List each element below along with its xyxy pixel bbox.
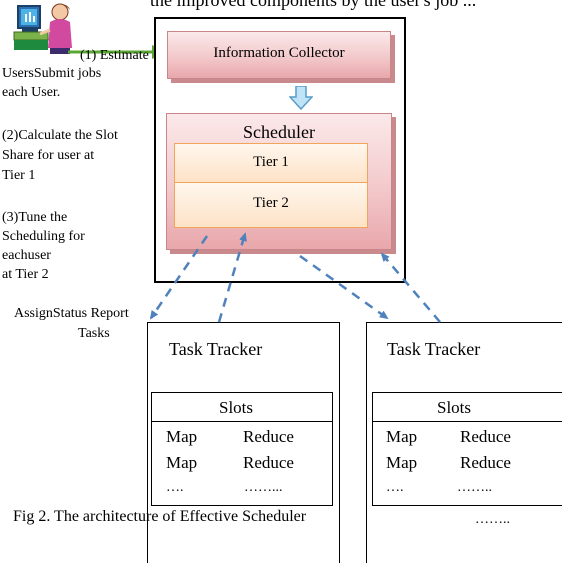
map-row2-right: Map bbox=[386, 453, 418, 472]
task-tracker-left-title: Task Tracker bbox=[169, 339, 263, 359]
task-tracker-right-title: Task Tracker bbox=[387, 339, 481, 359]
tasks-label: Tasks bbox=[78, 326, 110, 341]
step2-line3: Tier 1 bbox=[2, 168, 36, 183]
map-row1-left: Map bbox=[166, 427, 198, 446]
user-at-computer-icon bbox=[13, 3, 72, 54]
map-row2-left: Map bbox=[166, 453, 198, 472]
task-tracker-right bbox=[366, 322, 562, 563]
assign-arrow-right bbox=[299, 254, 389, 320]
header-text: the improved components by the user's jo… bbox=[150, 0, 477, 10]
users-submit-label: UsersSubmit jobs bbox=[2, 66, 102, 81]
assign-status-label: AssignStatus Report bbox=[14, 306, 129, 321]
reduce-row1-right: Reduce bbox=[460, 427, 511, 446]
scheduler-title: Scheduler bbox=[243, 122, 315, 142]
reduce-row1-left: Reduce bbox=[243, 427, 294, 446]
tier1-box: Tier 1 bbox=[174, 143, 368, 183]
status-arrow-right bbox=[380, 252, 441, 323]
down-arrow-icon bbox=[289, 86, 313, 110]
step3-line2: Scheduling for bbox=[2, 229, 85, 244]
map-row1-right: Map bbox=[386, 427, 418, 446]
reduce-row2-left: Reduce bbox=[243, 453, 294, 472]
stray-dots: …….. bbox=[475, 512, 510, 527]
dots-b-left: ……... bbox=[244, 480, 283, 495]
step3-line3: eachuser bbox=[2, 248, 51, 263]
slots-box-right bbox=[372, 392, 562, 506]
tier1-label: Tier 1 bbox=[253, 154, 289, 170]
step1-label: (1) Estimate bbox=[80, 48, 149, 63]
reduce-row2-right: Reduce bbox=[460, 453, 511, 472]
assign-arrow-left bbox=[149, 235, 209, 320]
dots-b-right: …….. bbox=[457, 480, 492, 495]
step3-line4: at Tier 2 bbox=[2, 267, 49, 282]
slots-label-right: Slots bbox=[437, 398, 472, 417]
task-tracker-left bbox=[147, 322, 340, 563]
dots-a-left: …. bbox=[166, 480, 184, 495]
each-user-label: each User. bbox=[2, 85, 61, 100]
slots-label-left: Slots bbox=[219, 398, 254, 417]
tier2-label: Tier 2 bbox=[253, 195, 289, 211]
dots-a-right: …. bbox=[386, 480, 404, 495]
status-arrow-left bbox=[217, 232, 247, 323]
slots-box-left bbox=[151, 392, 333, 506]
step3-line1: (3)Tune the bbox=[2, 210, 68, 225]
figure-caption: Fig 2. The architecture of Effective Sch… bbox=[13, 508, 307, 525]
slots-divider-left bbox=[152, 421, 332, 422]
information-collector-label: Information Collector bbox=[213, 45, 345, 61]
slots-divider-right bbox=[373, 421, 562, 422]
step2-line2: Share for user at bbox=[2, 148, 95, 163]
step2-line1: (2)Calculate the Slot bbox=[2, 128, 118, 143]
tier2-box: Tier 2 bbox=[174, 182, 368, 228]
information-collector-box: Information Collector bbox=[167, 31, 391, 79]
